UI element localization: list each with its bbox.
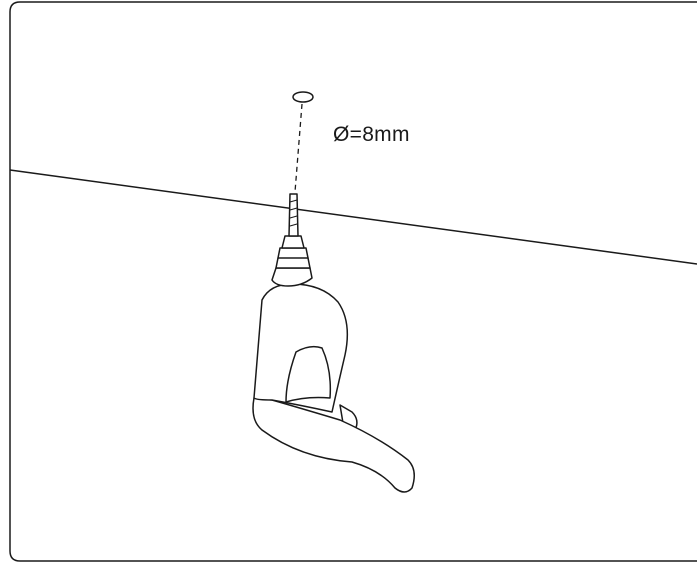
hole-marker-icon <box>292 91 314 103</box>
panel-frame <box>9 1 697 562</box>
ceiling-line <box>9 169 697 265</box>
drill-icon <box>252 193 415 493</box>
diameter-label: Ø=8mm <box>333 123 410 146</box>
guide-line <box>294 103 303 193</box>
